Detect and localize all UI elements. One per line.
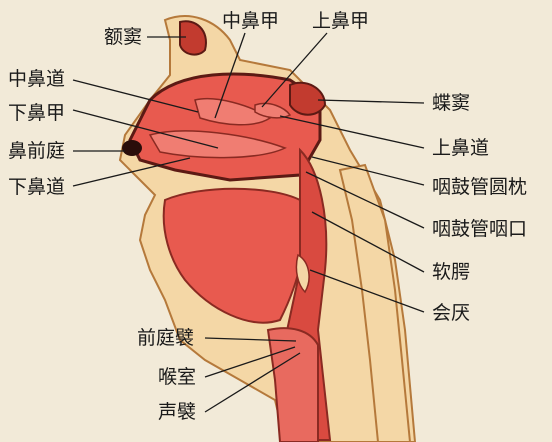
label-middle-turbinate: 中鼻甲 [222, 10, 279, 32]
label-vocal-fold: 声襞 [158, 401, 196, 423]
label-vestibular-fold: 前庭襞 [137, 327, 194, 349]
label-frontal-sinus: 额窦 [104, 26, 142, 48]
nostril-shape [122, 140, 142, 156]
label-sphenoid-sinus: 蝶窦 [432, 92, 470, 114]
label-soft-palate: 软腭 [432, 261, 470, 283]
label-middle-meatus: 中鼻道 [8, 68, 65, 90]
label-superior-meatus: 上鼻道 [432, 137, 489, 159]
label-torus-tubarius: 咽鼓管圆枕 [432, 176, 527, 198]
label-nasal-vestibule: 鼻前庭 [8, 140, 65, 162]
label-laryngeal-ventricle: 喉室 [158, 366, 196, 388]
label-eustachian-opening: 咽鼓管咽口 [432, 218, 527, 240]
label-superior-turbinate: 上鼻甲 [312, 10, 369, 32]
larynx-shape [268, 328, 318, 442]
label-inferior-turbinate: 下鼻甲 [8, 102, 65, 124]
label-inferior-meatus: 下鼻道 [8, 176, 65, 198]
sphenoid-sinus-shape [290, 83, 325, 115]
label-epiglottis: 会厌 [432, 302, 470, 324]
